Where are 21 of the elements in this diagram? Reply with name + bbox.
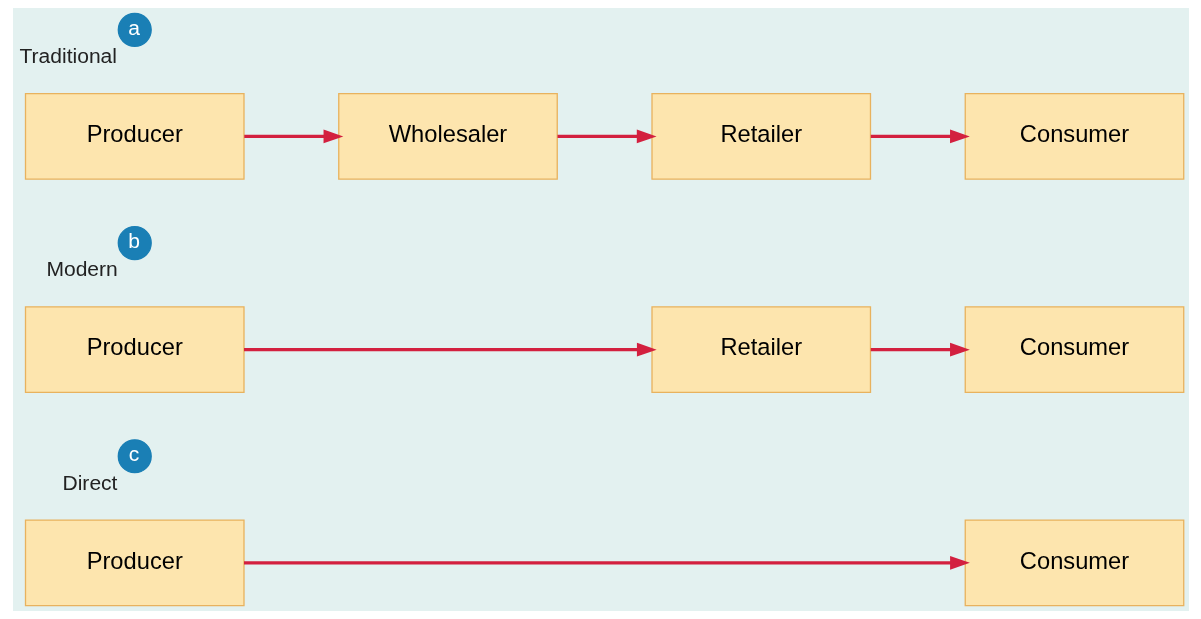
node-box: Retailer xyxy=(650,93,871,180)
arrow xyxy=(870,342,970,357)
arrow xyxy=(243,342,657,357)
node-box: Wholesaler xyxy=(337,93,558,180)
node-label: Direct xyxy=(62,470,117,494)
arrow xyxy=(243,129,343,144)
arrow xyxy=(870,129,970,144)
node-label: Traditional xyxy=(19,44,117,68)
node-circle: b xyxy=(117,225,152,261)
node-box: Producer xyxy=(24,306,245,394)
arrow xyxy=(557,129,657,144)
node-circle: a xyxy=(117,12,152,47)
node-box: Retailer xyxy=(650,306,871,394)
node-label: Modern xyxy=(45,257,118,281)
node-box: Producer xyxy=(24,519,245,607)
node-box: Consumer xyxy=(964,93,1184,180)
node-circle: c xyxy=(117,439,152,474)
arrow xyxy=(243,555,970,570)
node-box: Consumer xyxy=(964,306,1184,394)
node-box: Producer xyxy=(24,93,245,180)
node-box: Consumer xyxy=(964,519,1184,607)
